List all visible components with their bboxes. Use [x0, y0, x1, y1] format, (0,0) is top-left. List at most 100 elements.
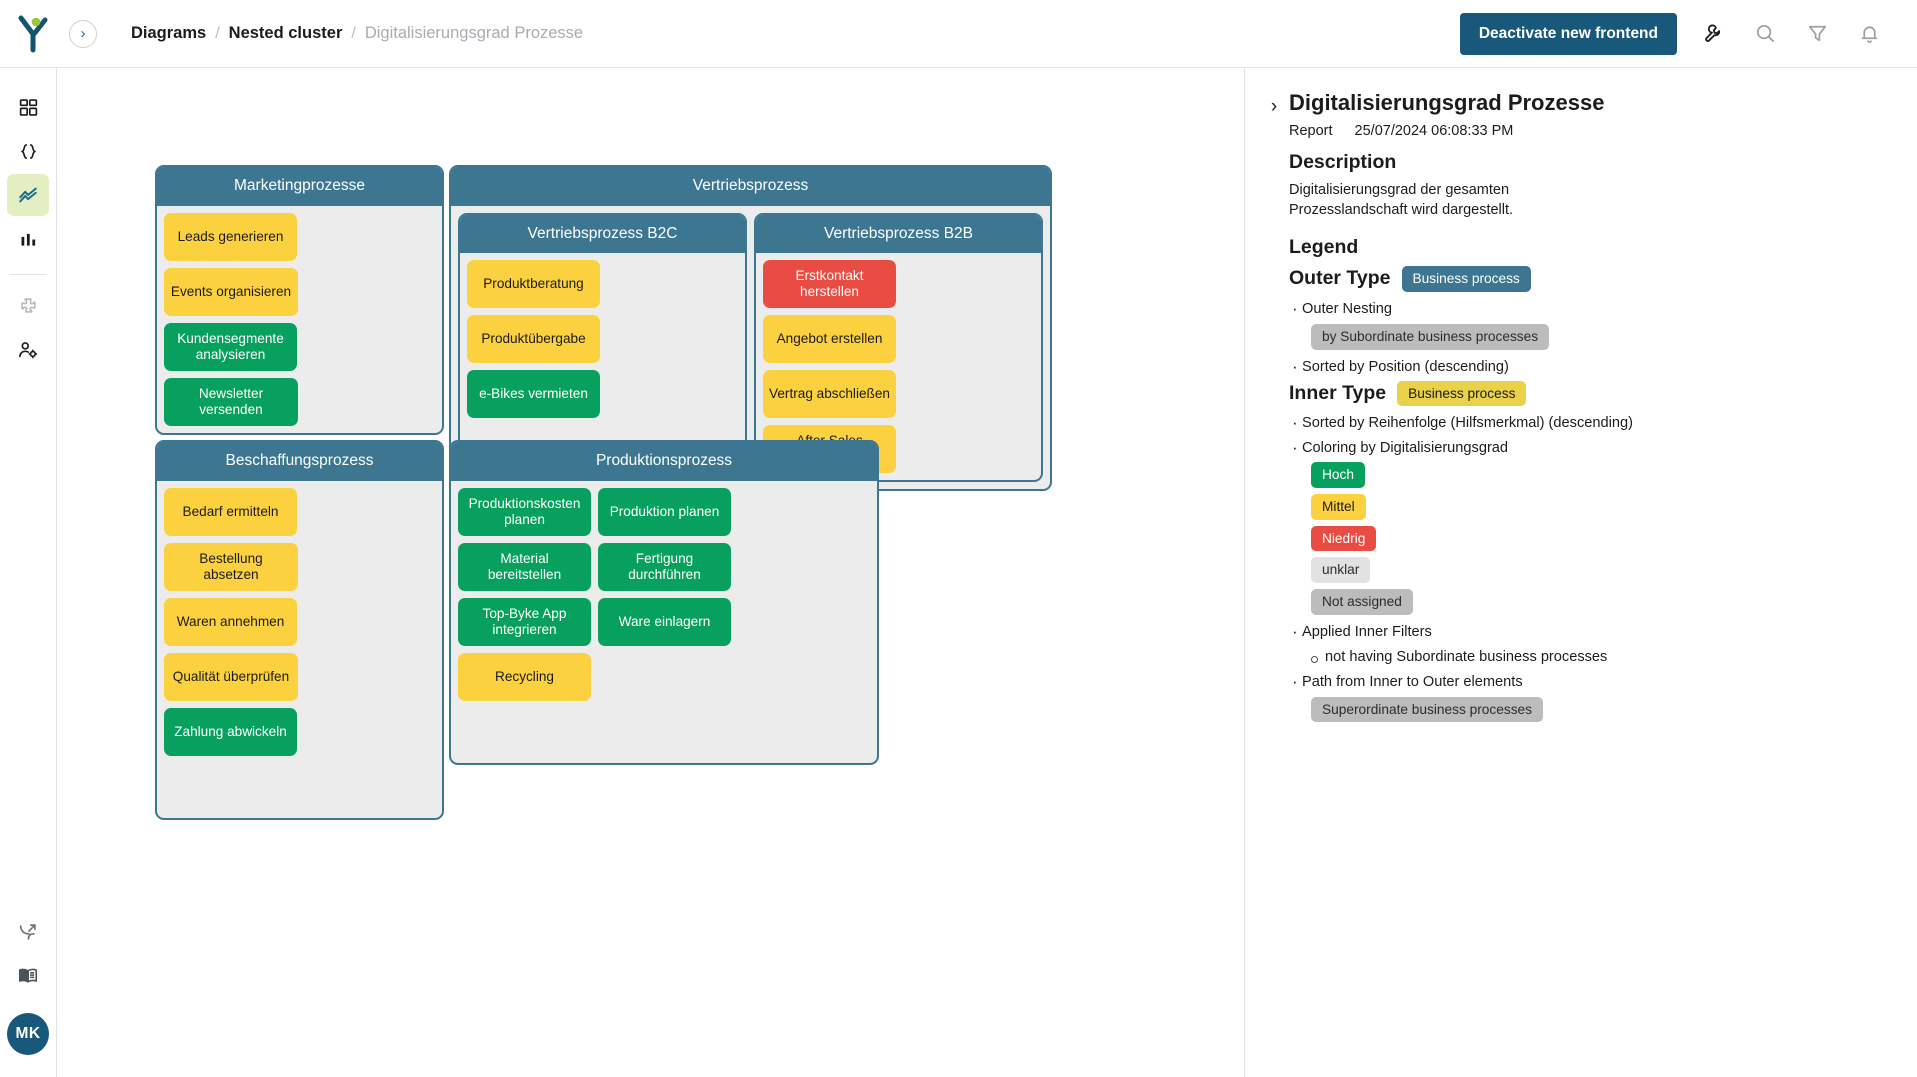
color-chip-not-assigned[interactable]: Not assigned — [1311, 589, 1413, 615]
wrench-icon[interactable] — [1687, 8, 1739, 60]
node-grid: Leads generieren Events organisieren Kun… — [164, 212, 435, 426]
cluster-body: Produktberatung Produktübergabe e-Bikes … — [460, 253, 745, 480]
chevron-right-icon: › — [1270, 96, 1278, 117]
cluster-vertriebsprozess[interactable]: Vertriebsprozess Vertriebsprozess B2C Pr… — [449, 165, 1052, 491]
node-produktionskosten-planen[interactable]: Produktionskosten planen — [458, 487, 591, 536]
node-e-bikes-vermieten[interactable]: e-Bikes vermieten — [467, 370, 600, 418]
sidebar-item-branch[interactable] — [7, 911, 49, 953]
bar-chart-icon — [21, 233, 35, 246]
sidebar-item-docs[interactable] — [7, 955, 49, 997]
sidebar-item-dashboard[interactable] — [7, 86, 49, 128]
sidebar-item-code[interactable] — [7, 130, 49, 172]
cluster-body: Bedarf ermitteln Bestellung absetzen War… — [157, 481, 442, 818]
filter-icon[interactable] — [1791, 8, 1843, 60]
node-ware-einlagern[interactable]: Ware einlagern — [598, 597, 731, 646]
color-chip-mittel[interactable]: Mittel — [1311, 493, 1366, 520]
node-bedarf-ermitteln[interactable]: Bedarf ermitteln — [164, 487, 297, 536]
inner-type-chip[interactable]: Business process — [1397, 380, 1527, 407]
sidebar-bottom: MK — [7, 911, 49, 1077]
sidebar-expand-button[interactable]: › — [69, 19, 97, 48]
node-vertrag-abschliessen[interactable]: Vertrag abschließen — [763, 370, 896, 418]
panel-content: Digitalisierungsgrad Prozesse Report 25/… — [1289, 90, 1895, 1077]
outer-type-label: Outer Type — [1289, 267, 1391, 290]
panel-collapse-button[interactable]: › — [1259, 90, 1289, 1077]
applied-filters-item: not having Subordinate business processe… — [1289, 649, 1895, 665]
app-logo[interactable] — [0, 0, 70, 68]
color-chip-niedrig[interactable]: Niedrig — [1311, 525, 1377, 552]
legend-inner-type-row: Inner Type Business process — [1289, 380, 1895, 407]
outer-nesting-chip-wrap: by Subordinate business processes — [1289, 323, 1895, 350]
node-waren-annehmen[interactable]: Waren annehmen — [164, 597, 297, 646]
puzzle-icon — [21, 298, 36, 313]
deactivate-new-frontend-button[interactable]: Deactivate new frontend — [1459, 12, 1677, 55]
node-produktuebergabe[interactable]: Produktübergabe — [467, 315, 600, 363]
bell-icon[interactable] — [1843, 8, 1895, 60]
cluster-produktionsprozess[interactable]: Produktionsprozess Produktionskosten pla… — [449, 440, 879, 765]
breadcrumb-separator: / — [351, 24, 356, 42]
path-chip[interactable]: Superordinate business processes — [1311, 696, 1543, 723]
cluster-body: Produktionskosten planen Produktion plan… — [451, 481, 877, 763]
top-bar: › Diagrams / Nested cluster / Digitalisi… — [0, 0, 1917, 68]
node-produktberatung[interactable]: Produktberatung — [467, 260, 600, 308]
meta-type: Report — [1289, 123, 1333, 139]
node-grid: Produktberatung Produktübergabe e-Bikes … — [467, 260, 738, 473]
dashboard-grid-icon — [19, 98, 37, 116]
cluster-marketingprozesse[interactable]: Marketingprozesse Leads generieren Event… — [155, 165, 444, 435]
breadcrumb-item-nested-cluster[interactable]: Nested cluster — [228, 24, 343, 42]
node-spacer — [598, 653, 731, 701]
node-zahlung-abwickeln[interactable]: Zahlung abwickeln — [164, 707, 297, 756]
outer-nesting-bullet: Outer Nesting — [1289, 299, 1895, 319]
node-produktion-planen[interactable]: Produktion planen — [598, 487, 731, 536]
cluster-beschaffungsprozess[interactable]: Beschaffungsprozess Bedarf ermitteln Bes… — [155, 440, 444, 820]
node-top-byke-app-integrieren[interactable]: Top-Byke App integrieren — [458, 597, 591, 646]
node-angebot-erstellen[interactable]: Angebot erstellen — [763, 315, 896, 363]
avatar[interactable]: MK — [7, 1013, 49, 1055]
diagram-canvas[interactable]: Marketingprozesse Leads generieren Event… — [57, 68, 1245, 1077]
chevron-right-icon: › — [80, 25, 86, 42]
breadcrumb-item-current: Digitalisierungsgrad Prozesse — [364, 24, 584, 42]
page-title: Digitalisierungsgrad Prozesse — [1289, 90, 1605, 115]
user-settings-icon — [19, 342, 38, 359]
outer-sorted-bullet: Sorted by Position (descending) — [1289, 357, 1895, 377]
coloring-bullet: Coloring by Digitalisierungsgrad — [1289, 438, 1895, 458]
node-material-bereitstellen[interactable]: Material bereitstellen — [458, 542, 591, 591]
sidebar-item-reports[interactable] — [7, 218, 49, 260]
y-logo-icon — [18, 15, 48, 52]
applied-filters-bullet: Applied Inner Filters — [1289, 622, 1895, 642]
search-icon[interactable] — [1739, 8, 1791, 60]
node-spacer — [458, 708, 591, 756]
breadcrumb: Diagrams / Nested cluster / Digitalisier… — [131, 24, 583, 43]
code-braces-icon — [20, 143, 36, 159]
inner-type-label: Inner Type — [1289, 381, 1387, 404]
sidebar-divider — [9, 274, 47, 275]
node-bestellung-absetzen[interactable]: Bestellung absetzen — [164, 542, 298, 591]
cluster-title: Vertriebsprozess B2C — [460, 214, 745, 253]
legend-outer-type-row: Outer Type Business process — [1289, 266, 1895, 292]
color-chip-hoch-wrap: Hoch — [1289, 462, 1895, 488]
description-text: Digitalisierungsgrad der gesamten Prozes… — [1289, 182, 1514, 218]
node-fertigung-durchfuehren[interactable]: Fertigung durchführen — [598, 542, 731, 591]
node-recycling[interactable]: Recycling — [458, 652, 591, 701]
sidebar-item-user-settings[interactable] — [7, 329, 49, 371]
outer-type-chip[interactable]: Business process — [1401, 266, 1531, 292]
cluster-body: Leads generieren Events organisieren Kun… — [157, 206, 442, 433]
color-chip-hoch[interactable]: Hoch — [1311, 462, 1365, 488]
node-events-organisieren[interactable]: Events organisieren — [164, 267, 298, 316]
legend-heading: Legend — [1289, 236, 1359, 259]
node-grid: Produktionskosten planen Produktion plan… — [458, 487, 870, 756]
node-qualitaet-ueberpruefen[interactable]: Qualität überprüfen — [164, 652, 298, 701]
breadcrumb-item-diagrams[interactable]: Diagrams — [131, 24, 207, 42]
inner-sorted-bullet: Sorted by Reihenfolge (Hilfsmerkmal) (de… — [1289, 413, 1895, 433]
node-erstkontakt-herstellen[interactable]: Erstkontakt herstellen — [763, 260, 896, 308]
cluster-vertriebsprozess-b2c[interactable]: Vertriebsprozess B2C Produktberatung Pro… — [458, 212, 747, 482]
sidebar-item-plugins[interactable] — [7, 285, 49, 327]
node-leads-generieren[interactable]: Leads generieren — [164, 212, 297, 261]
sidebar-item-diagrams[interactable] — [7, 174, 49, 216]
breadcrumb-separator: / — [215, 24, 220, 42]
node-kundensegmente-analysieren[interactable]: Kundensegmente analysieren — [164, 322, 297, 371]
outer-nesting-chip[interactable]: by Subordinate business processes — [1311, 323, 1550, 350]
color-chip-unklar[interactable]: unklar — [1311, 557, 1371, 584]
app-body: MK Marketingprozesse Leads generieren Ev… — [0, 68, 1917, 1077]
node-newsletter-versenden[interactable]: Newsletter versenden — [164, 377, 298, 426]
color-chip-not-assigned-wrap: Not assigned — [1289, 589, 1895, 615]
